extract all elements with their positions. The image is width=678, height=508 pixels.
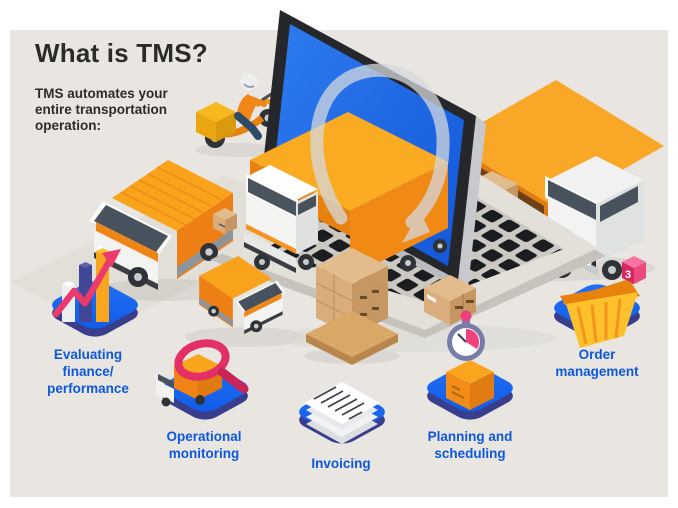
delivery-truck-center — [244, 112, 448, 290]
feature-tile-invoicing — [299, 382, 385, 444]
screen-arrow-icon — [310, 63, 450, 243]
shopping-basket-icon: 3 — [560, 256, 646, 348]
stopwatch-parcel-icon — [446, 310, 494, 410]
page-title: What is TMS? — [35, 38, 208, 68]
order-badge-count: 3 — [625, 269, 631, 281]
feature-label-orders: Order management — [555, 347, 639, 379]
feature-tile-monitoring — [156, 339, 249, 420]
delivery-van-bottom — [199, 256, 286, 334]
invoice-stack-icon — [304, 382, 380, 444]
parcel-box-right — [424, 275, 476, 325]
courier-scooter-icon — [196, 73, 279, 148]
page-subtitle: TMS automates your entire transportation… — [35, 86, 168, 133]
feature-label-monitoring: Operational monitoring — [166, 429, 242, 461]
feature-tile-planning — [427, 310, 513, 420]
feature-tile-finance — [52, 248, 138, 337]
pallet-boxes — [306, 248, 398, 365]
feature-label-invoicing: Invoicing — [311, 456, 371, 471]
feature-label-planning: Planning and scheduling — [427, 429, 513, 461]
feature-label-finance: Evaluating finance/ performance — [47, 347, 129, 396]
feature-tile-orders: 3 — [554, 256, 646, 348]
bar-chart-growth-icon — [52, 248, 121, 322]
truck-magnifier-icon — [156, 339, 249, 407]
parcel-box-small — [213, 208, 237, 234]
order-count-badge: 3 — [622, 256, 646, 284]
